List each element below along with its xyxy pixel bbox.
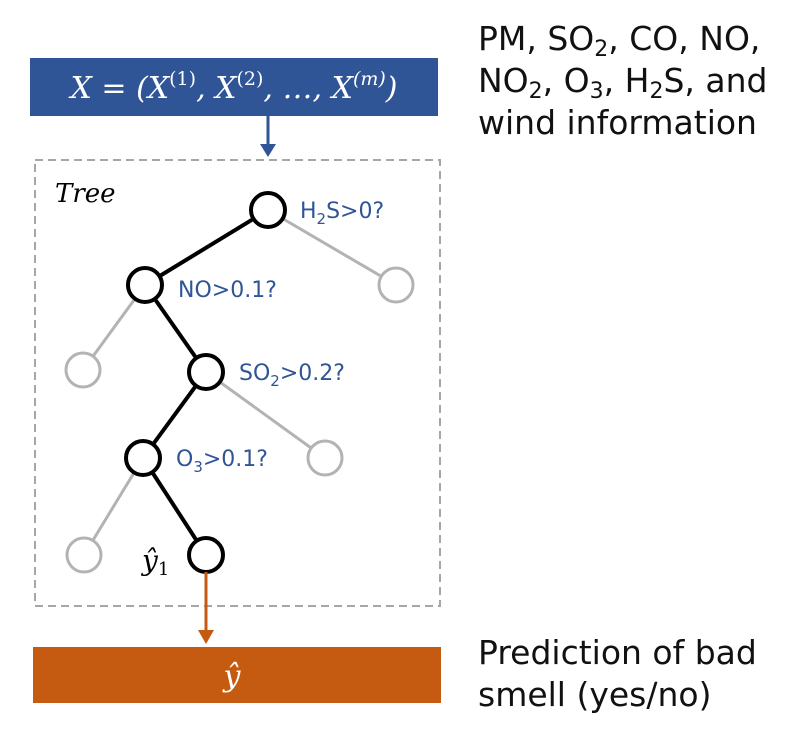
active-nodes <box>124 191 287 574</box>
node-leaf <box>187 536 225 574</box>
edge-so2-right <box>205 370 326 460</box>
tree-label: Tree <box>55 179 116 209</box>
node-o3-left <box>65 536 103 574</box>
node-so2 <box>187 353 225 391</box>
input-box-bg <box>30 58 438 116</box>
input-description: PM, SO2, CO, NO, NO2, O3, H2S, and wind … <box>478 18 767 144</box>
edge-root-no <box>143 208 270 287</box>
output-box-label: ŷ <box>222 659 242 694</box>
output-arrow <box>198 572 214 644</box>
output-description-line2: smell (yes/no) <box>478 675 712 714</box>
edge-o3-leaf <box>141 456 208 557</box>
inactive-nodes <box>64 266 415 574</box>
condition-o3: O3>0.1? <box>176 447 268 476</box>
node-root-right <box>377 266 415 304</box>
output-description-line1: Prediction of bad <box>478 633 757 672</box>
condition-no: NO>0.1? <box>178 278 277 303</box>
leaf-label: ŷ1 <box>140 544 169 580</box>
node-root <box>249 191 287 229</box>
input-arrow <box>260 116 276 157</box>
input-box-label: X = (X(1), X(2), …, X(m)) <box>69 68 398 106</box>
input-description-line3: wind information <box>478 103 757 142</box>
input-box: X = (X(1), X(2), …, X(m)) <box>30 58 438 116</box>
tree-container <box>34 159 441 607</box>
node-so2-right <box>306 439 344 477</box>
output-box: ŷ <box>33 647 441 703</box>
condition-so2: SO2>0.2? <box>239 361 345 390</box>
output-description: Prediction of bad smell (yes/no) <box>478 632 757 716</box>
node-o3 <box>124 439 162 477</box>
output-box-bg <box>33 647 441 703</box>
edge-root-right <box>267 208 397 287</box>
input-description-line2: NO2, O3, H2S, and <box>478 61 768 104</box>
condition-h2s: H2S>0? <box>300 199 384 228</box>
input-description-line1: PM, SO2, CO, NO, <box>478 19 761 62</box>
node-no <box>126 266 164 304</box>
node-no-left <box>64 351 102 389</box>
